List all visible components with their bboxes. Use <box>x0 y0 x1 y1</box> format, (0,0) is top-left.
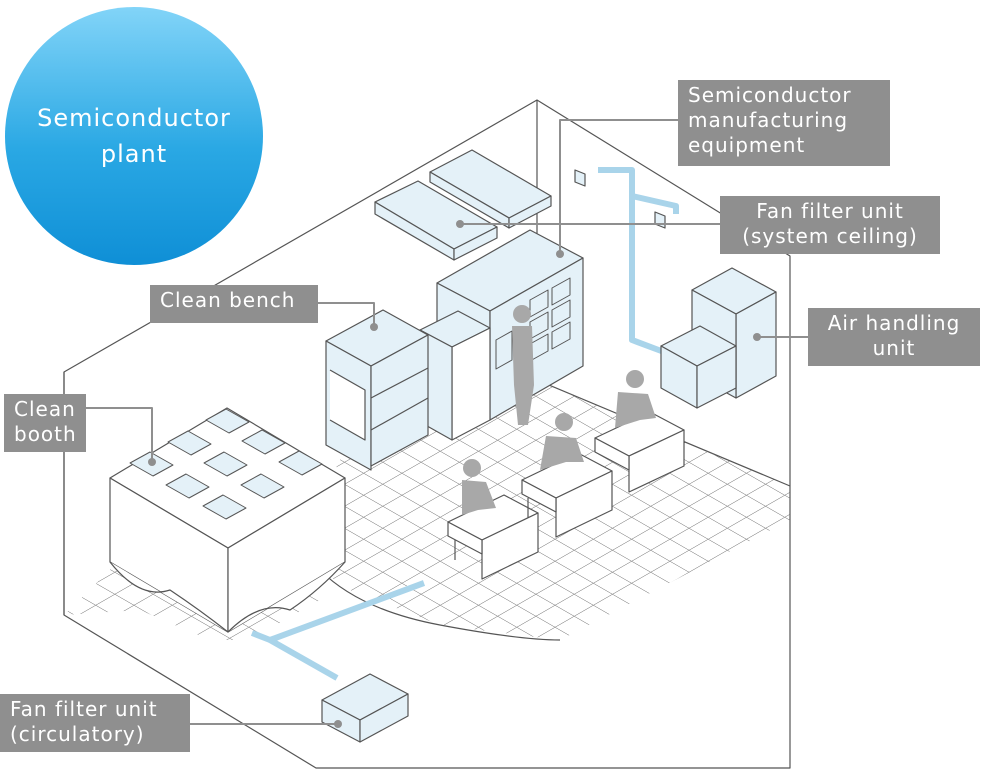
leader-lines <box>86 119 808 725</box>
plant-badge: Semiconductor plant <box>5 7 263 265</box>
label-semiconductor-equipment: Semiconductor manufacturing equipment <box>678 80 890 166</box>
label-clean-bench: Clean bench <box>150 285 318 323</box>
label-ffu-circulatory: Fan filter unit (circulatory) <box>0 694 190 752</box>
work-desk <box>447 411 685 580</box>
label-air-handling-unit: Air handling unit <box>808 308 980 366</box>
air-handling-unit <box>660 267 777 409</box>
ceiling-ffu <box>374 149 552 261</box>
floor-ffu <box>321 673 409 743</box>
label-clean-booth: Clean booth <box>4 394 86 452</box>
worker-figures <box>462 305 656 515</box>
leader-dots <box>148 220 761 728</box>
plant-badge-title: Semiconductor plant <box>37 104 231 168</box>
clean-bench <box>325 309 429 471</box>
label-ffu-system-ceiling: Fan filter unit (system ceiling) <box>720 196 940 254</box>
air-duct <box>250 167 679 681</box>
clean-booth <box>109 407 346 633</box>
